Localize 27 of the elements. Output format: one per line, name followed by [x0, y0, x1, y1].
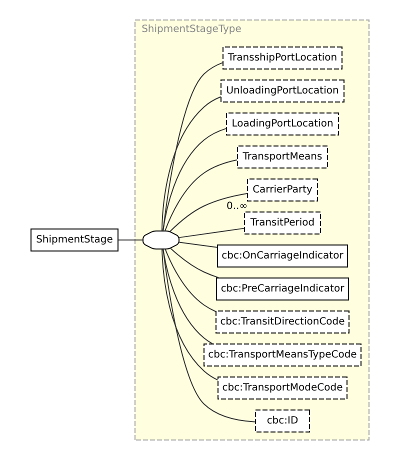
node-box: cbc:TransportModeCode — [217, 376, 347, 400]
connector — [178, 228, 244, 238]
node-box: LoadingPortLocation — [226, 112, 338, 136]
connector — [164, 159, 238, 232]
connector — [162, 248, 256, 422]
node-box: cbc:TransportMeansTypeCode — [203, 344, 361, 366]
connector — [162, 248, 213, 344]
node-box: CarrierParty — [246, 178, 318, 202]
node-box — [142, 230, 179, 250]
connector — [178, 242, 218, 248]
connector — [161, 248, 218, 381]
node-box: cbc:PreCarriageIndicator — [216, 278, 348, 300]
connector — [170, 248, 220, 278]
node-box: TransshipPortLocation — [222, 46, 342, 70]
node-box: cbc:ID — [254, 410, 310, 432]
connector — [162, 62, 223, 232]
connector — [164, 248, 216, 312]
connector — [160, 96, 221, 232]
node-box: UnloadingPortLocation — [220, 80, 344, 102]
node-box: cbc:TransitDirectionCode — [215, 310, 349, 334]
connector — [162, 128, 226, 232]
node-box: TransportMeans — [236, 146, 328, 168]
node-box: TransitPeriod — [244, 212, 320, 234]
node-label: 0..∞ — [226, 201, 248, 212]
node-box: ShipmentStage — [30, 228, 118, 252]
node-box: cbc:OnCarriageIndicator — [216, 244, 348, 268]
connector — [168, 193, 248, 232]
